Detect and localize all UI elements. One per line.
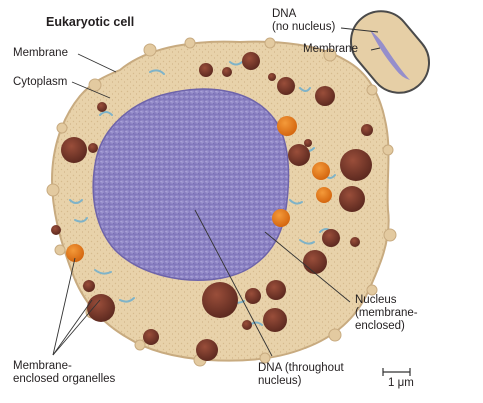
organelle: [312, 162, 330, 180]
membrane-label: Membrane: [13, 47, 68, 59]
cytoplasm-label: Cytoplasm: [13, 76, 68, 88]
leader-lines: [52, 27, 411, 376]
organelle: [304, 139, 312, 147]
organelle: [97, 102, 107, 112]
orange-organelles: [66, 116, 332, 262]
organelle: [266, 280, 286, 300]
nucleus: [92, 88, 290, 281]
organelle: [361, 124, 373, 136]
organelle: [245, 288, 261, 304]
organelle: [61, 137, 87, 163]
organelle: [196, 339, 218, 361]
organelle: [222, 67, 232, 77]
organelle: [316, 187, 332, 203]
cropped-caption-strip: [0, 398, 483, 403]
organelle: [339, 186, 365, 212]
organelle: [272, 209, 290, 227]
organelle: [288, 144, 310, 166]
organelle: [303, 250, 327, 274]
organelle: [340, 149, 372, 181]
organelle: [199, 63, 213, 77]
organelle: [268, 73, 276, 81]
scale-bar-label: 1 μm: [388, 377, 414, 389]
organelle: [87, 294, 115, 322]
dna-no-nucleus-label: DNA (no nucleus): [272, 8, 336, 33]
organelle: [83, 280, 95, 292]
organelle: [263, 308, 287, 332]
organelle: [315, 86, 335, 106]
brown-organelles: [51, 52, 373, 361]
diagram-title: Eukaryotic cell: [46, 15, 135, 29]
organelle: [242, 320, 252, 330]
organelle: [277, 116, 297, 136]
organelles-label: Membrane- enclosed organelles: [13, 360, 116, 385]
organelle: [202, 282, 238, 318]
nucleus-label: Nucleus (membrane- enclosed): [355, 294, 418, 332]
organelle: [66, 244, 84, 262]
organelle: [242, 52, 260, 70]
prokaryote-membrane-label: Membrane: [303, 43, 358, 55]
organelle: [277, 77, 295, 95]
dna-throughout-label: DNA (throughout nucleus): [258, 362, 344, 387]
organelle: [51, 225, 61, 235]
organelle: [350, 237, 360, 247]
organelle: [143, 329, 159, 345]
organelle: [322, 229, 340, 247]
organelle: [88, 143, 98, 153]
eukaryotic-cell: [46, 37, 397, 367]
prokaryote-dna: [370, 30, 410, 80]
